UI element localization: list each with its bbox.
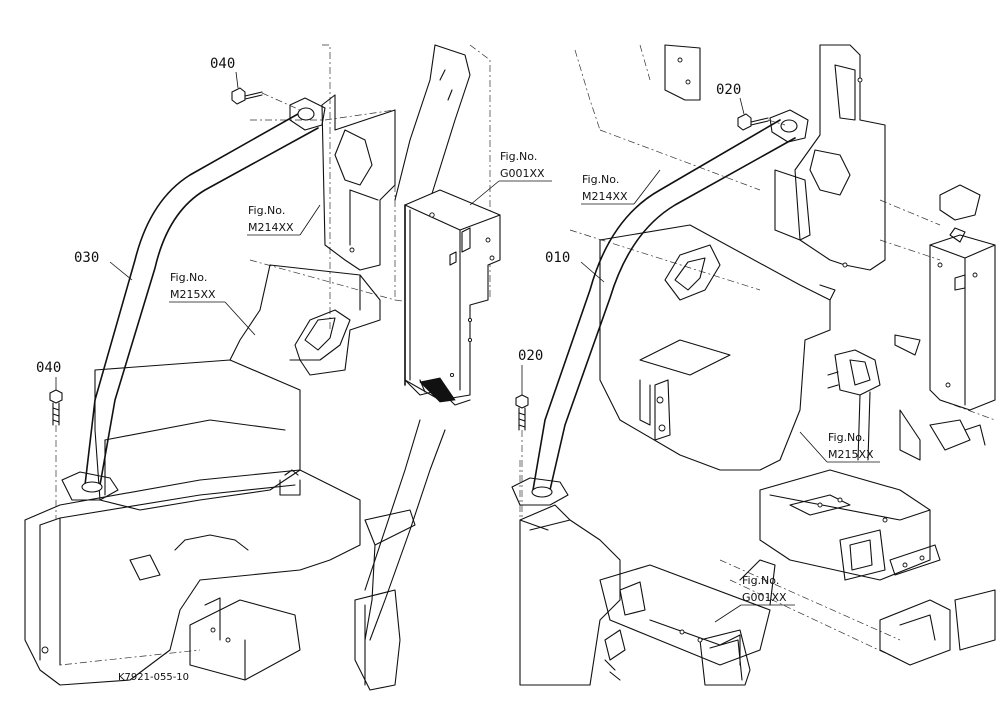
left-bent-pipe [61, 97, 326, 501]
ref-prefix: Fig.No. [742, 574, 779, 587]
callout-040-top-left: 040 [210, 56, 235, 72]
left-bolt-bottom-icon [49, 389, 63, 520]
left-diagonal-beam [364, 44, 471, 641]
callout-020-bottom-right: 020 [518, 348, 543, 364]
leader-010 [580, 261, 605, 283]
left-view: 040 030 040 Fig.No. M214XX Fig.No. M215X… [24, 44, 552, 691]
ref-prefix: Fig.No. [170, 271, 207, 284]
right-fender-panel [664, 44, 886, 271]
right-mechanism [827, 349, 986, 461]
ref-prefix: Fig.No. [248, 204, 285, 217]
right-base-frame [519, 469, 996, 686]
callout-020-top-right: 020 [716, 82, 741, 98]
right-ref-m214xx: Fig.No. M214XX [581, 169, 661, 205]
right-bent-pipe [511, 109, 809, 531]
left-ref-m215xx: Fig.No. M215XX [169, 271, 256, 336]
ref-code: G001XX [742, 591, 787, 604]
ref-prefix: Fig.No. [828, 431, 865, 444]
ref-code: M214XX [248, 221, 294, 234]
ref-code: M215XX [828, 448, 874, 461]
left-floor-tub [94, 264, 381, 511]
right-ref-m215xx: Fig.No. M215XX [799, 431, 880, 463]
ref-prefix: Fig.No. [582, 173, 619, 186]
left-bracket-box [404, 189, 501, 406]
left-ref-g001xx: Fig.No. G001XX [469, 150, 552, 206]
right-ref-g001xx: Fig.No. G001XX [714, 574, 795, 623]
right-floor-tub [599, 224, 836, 471]
leader-040-top-left [235, 71, 239, 89]
callout-040-bottom-left: 040 [36, 360, 61, 376]
ref-code: M214XX [582, 190, 628, 203]
right-side-box [894, 184, 996, 411]
callout-030: 030 [74, 250, 99, 266]
callout-010: 010 [545, 250, 570, 266]
left-base-frame [24, 469, 401, 691]
ref-prefix: Fig.No. [500, 150, 537, 163]
left-fender-panel [321, 94, 396, 271]
ref-code: M215XX [170, 288, 216, 301]
document-id: K7921-055-10 [118, 672, 189, 683]
left-ref-m214xx: Fig.No. M214XX [247, 204, 321, 236]
right-view: 020 010 020 Fig.No. M214XX Fig.No. M215X… [511, 44, 996, 686]
right-bolt-top-icon [737, 113, 786, 131]
left-bolts [49, 87, 301, 520]
ref-code: G001XX [500, 167, 545, 180]
leader-030 [109, 261, 133, 281]
leader-020-top-right [739, 97, 745, 115]
left-bolt-top-icon [231, 87, 301, 111]
